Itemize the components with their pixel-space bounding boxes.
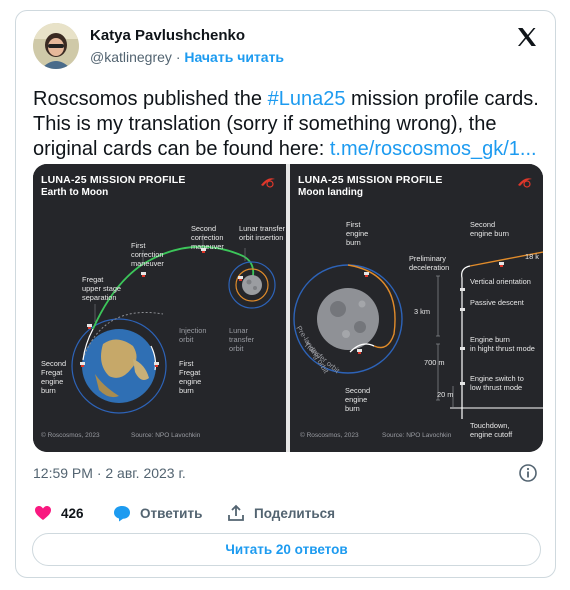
label-second-engine-burn-bottom: Second engine burn <box>345 386 371 413</box>
right-card-title: LUNA-25 MISSION PROFILE <box>298 174 443 186</box>
right-card-copyright: © Roscosmos, 2023 <box>300 432 359 439</box>
read-replies-button[interactable]: Читать 20 ответов <box>32 533 541 566</box>
author-name[interactable]: Katya Pavlushchenko <box>90 27 246 44</box>
label-second-fregat-burn: Second Fregat engine burn <box>41 359 67 395</box>
like-button[interactable]: 426 <box>33 502 84 524</box>
meta-separator: · <box>175 49 181 65</box>
media-image-earth-to-moon[interactable]: LUNA-25 MISSION PROFILE Earth to Moon Se… <box>33 164 286 452</box>
left-card-copyright: © Roscosmos, 2023 <box>41 432 100 439</box>
label-engine-switch-low: Engine switch to low thrust mode <box>470 374 524 392</box>
reply-label: Ответить <box>140 505 203 521</box>
label-altitude-700m: 700 m <box>424 358 445 367</box>
label-preliminary-deceleration: Preliminary deceleration <box>409 254 450 272</box>
tweet-text: Roscsomos published the #Luna25 mission … <box>33 87 543 162</box>
heart-icon <box>35 506 51 520</box>
label-engine-burn-high: Engine burn in hight thrust mode <box>470 335 535 353</box>
tweet-timestamp[interactable]: 12:59 PM · 2 авг. 2023 г. <box>33 465 186 481</box>
label-altitude-3km: 3 km <box>414 307 431 316</box>
label-lunar-transfer-orbit: Lunar transfer orbit <box>229 326 255 353</box>
label-touchdown: Touchdown, engine cutoff <box>470 421 513 439</box>
label-second-engine-burn-top: Second engine burn <box>470 220 510 238</box>
tweet-text-part: Roscsomos published the <box>33 88 268 110</box>
label-first-engine-burn: First engine burn <box>346 220 369 247</box>
info-icon[interactable] <box>518 463 538 483</box>
tweet-media[interactable]: LUNA-25 MISSION PROFILE Earth to Moon Se… <box>33 164 543 452</box>
author-handle[interactable]: @katlinegrey <box>90 49 172 65</box>
share-icon <box>228 504 244 521</box>
label-altitude-20m: 20 m <box>437 390 454 399</box>
right-card-subtitle: Moon landing <box>298 187 363 198</box>
label-vertical-orientation: Vertical orientation <box>470 277 531 286</box>
reply-button[interactable]: Ответить <box>112 502 202 524</box>
x-logo-icon[interactable] <box>515 25 539 49</box>
label-passive-descent: Passive descent <box>470 298 524 307</box>
moon-landing-diagram <box>293 251 543 419</box>
follow-button[interactable]: Начать читать <box>184 49 285 65</box>
share-label: Поделиться <box>254 505 336 521</box>
share-button[interactable]: Поделиться <box>226 502 335 524</box>
tweet-text-part: mission profile cards. This is my transl… <box>33 88 539 160</box>
media-image-moon-landing[interactable]: LUNA-25 MISSION PROFILE Moon landing Fir… <box>290 164 543 452</box>
left-card-title: LUNA-25 MISSION PROFILE <box>41 174 186 186</box>
tweet-card: Katya Pavlushchenko @katlinegrey · Начат… <box>15 10 556 578</box>
media-divider <box>286 164 290 452</box>
left-card-subtitle: Earth to Moon <box>41 187 109 198</box>
label-first-fregat-burn: First Fregat engine burn <box>179 359 202 395</box>
hashtag-link[interactable]: #Luna25 <box>267 88 346 110</box>
avatar[interactable] <box>33 23 79 69</box>
label-altitude-18k: 18 k <box>525 252 539 261</box>
author-meta: @katlinegrey · Начать читать <box>90 49 284 65</box>
like-count: 426 <box>61 505 84 521</box>
label-second-correction: Second correction maneuver <box>191 224 224 251</box>
label-lunar-transfer-insertion: Lunar transfer orbit insertion <box>239 224 286 242</box>
tweet-url-link[interactable]: t.me/roscosmos_gk/1... <box>329 138 537 160</box>
left-card-source: Source: NPO Lavochkin <box>131 432 201 439</box>
right-card-source: Source: NPO Lavochkin <box>382 432 452 439</box>
label-first-correction: First correction maneuver <box>131 241 164 268</box>
roscosmos-logo-icon <box>261 178 275 188</box>
roscosmos-logo-icon <box>518 178 532 188</box>
reply-bubble-icon <box>114 506 130 522</box>
label-fregat-separation: Fregat upper stage separation <box>82 275 122 302</box>
earth-to-moon-diagram <box>71 234 276 414</box>
label-injection-orbit: Injection orbit <box>179 326 207 344</box>
